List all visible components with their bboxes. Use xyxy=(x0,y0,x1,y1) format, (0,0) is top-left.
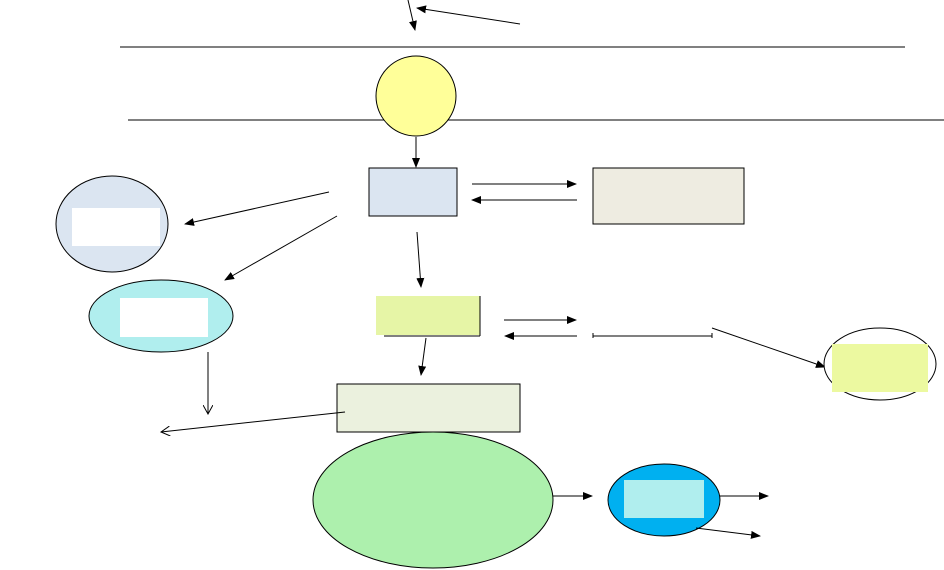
arrow-to-left-circle xyxy=(184,191,330,226)
right-oval-patch xyxy=(832,344,928,392)
green-ellipse xyxy=(312,431,554,569)
arrow-blue-to-lime xyxy=(416,231,425,288)
cyan-ellipse-patch xyxy=(120,298,208,337)
arrow-lime-to-pale xyxy=(418,337,427,376)
gray-box xyxy=(592,167,745,225)
pale-box xyxy=(336,383,521,433)
arrow-to-right-oval xyxy=(711,327,826,368)
yellow-circle xyxy=(375,55,457,137)
top-arrow-down xyxy=(407,0,417,31)
bright-blue-ellipse-patch xyxy=(624,480,704,518)
lime-box xyxy=(376,296,480,335)
top-arrow-left xyxy=(416,5,521,25)
left-circle-patch xyxy=(72,208,160,246)
arrow-blue-ellipse-down-right xyxy=(695,527,761,539)
blue-box xyxy=(368,167,458,217)
arrow-pale-to-left xyxy=(161,411,346,432)
arrow-to-cyan-ellipse xyxy=(224,215,338,281)
